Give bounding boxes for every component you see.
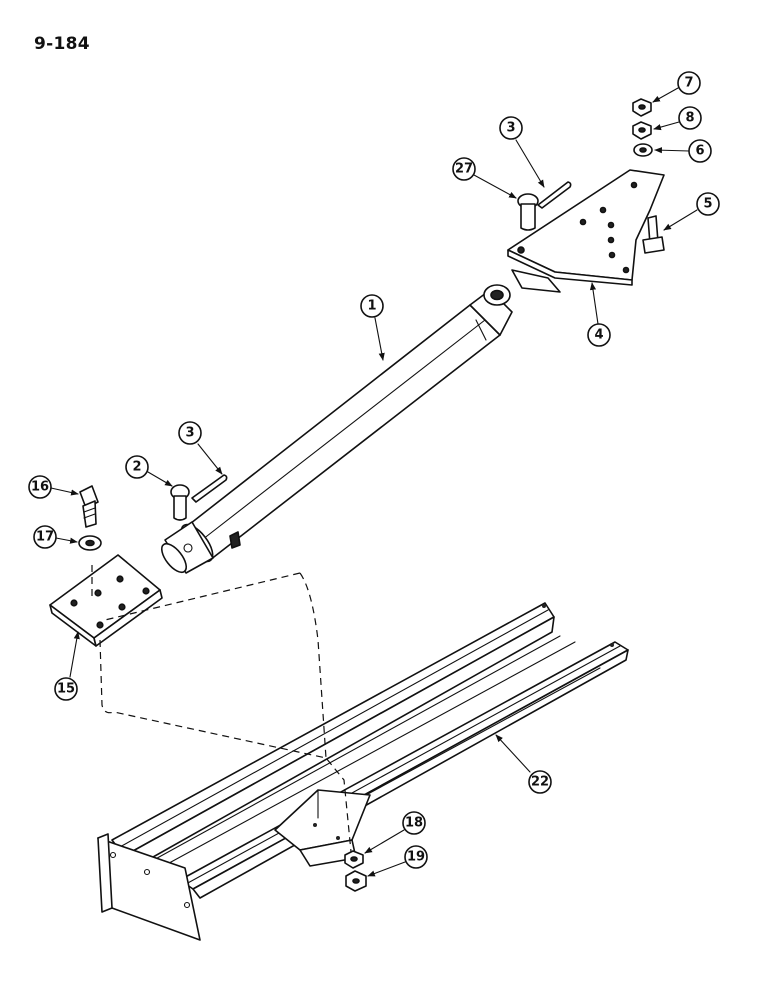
callout-label: 17 (36, 530, 54, 545)
hex-nut (632, 121, 652, 140)
callout-5: 5 (663, 192, 720, 231)
bolt (642, 215, 665, 254)
hydraulic-cylinder (160, 284, 513, 574)
callout-4: 4 (587, 282, 611, 347)
callout-label: 3 (506, 121, 515, 136)
assembly-path-line (91, 565, 353, 863)
callout-label: 4 (594, 328, 603, 343)
callout-label: 8 (685, 111, 694, 126)
callout-8: 8 (653, 106, 702, 131)
callout-label: 19 (407, 850, 425, 865)
callout-3-upper: 3 (499, 116, 545, 188)
callout-7: 7 (652, 71, 701, 103)
page-number: 9-184 (34, 34, 90, 54)
callout-label: 2 (132, 460, 141, 475)
callout-18: 18 (364, 811, 426, 854)
cap-screw (79, 485, 99, 528)
callout-label: 18 (405, 816, 423, 831)
callout-16: 16 (28, 475, 79, 499)
callout-label: 1 (367, 299, 376, 314)
callout-label: 6 (695, 144, 704, 159)
callout-2: 2 (125, 455, 173, 487)
callout-3: 3 (178, 421, 223, 475)
callout-1: 1 (360, 294, 385, 361)
lock-nut-lower (345, 870, 367, 892)
callout-27: 27 (452, 157, 517, 199)
cotter-pin (191, 474, 228, 503)
callout-15: 15 (54, 631, 80, 701)
mount-plate (49, 554, 163, 647)
callout-6: 6 (654, 139, 712, 163)
clevis-pin (170, 484, 190, 521)
callout-17: 17 (33, 525, 78, 549)
callout-label: 15 (57, 682, 75, 697)
callout-label: 7 (684, 76, 693, 91)
cotter-pin-upper (537, 181, 572, 209)
callout-label: 22 (531, 775, 549, 790)
callout-label: 27 (455, 162, 473, 177)
callout-label: 5 (703, 197, 712, 212)
lock-nut (632, 98, 652, 117)
callout-22: 22 (495, 734, 552, 794)
mounting-bracket-plate (507, 169, 665, 293)
frame-rail-assembly (97, 602, 629, 941)
clevis-pin-upper (517, 193, 539, 231)
callout-19: 19 (367, 845, 428, 877)
callout-label: 3 (185, 426, 194, 441)
callout-label: 16 (31, 480, 49, 495)
nut-lower (344, 850, 364, 869)
